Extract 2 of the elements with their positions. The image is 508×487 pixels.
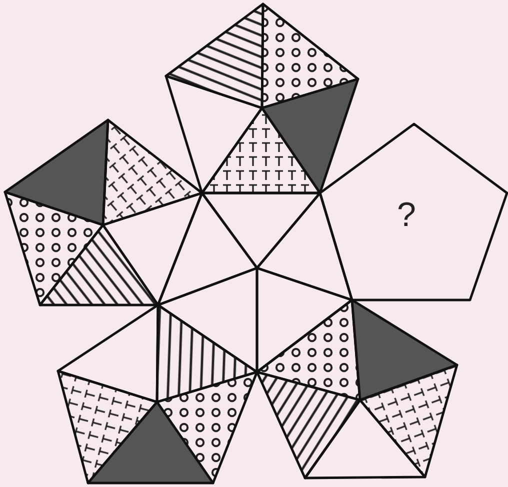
question-mark: ? [397, 198, 416, 232]
pentagon [320, 124, 507, 300]
